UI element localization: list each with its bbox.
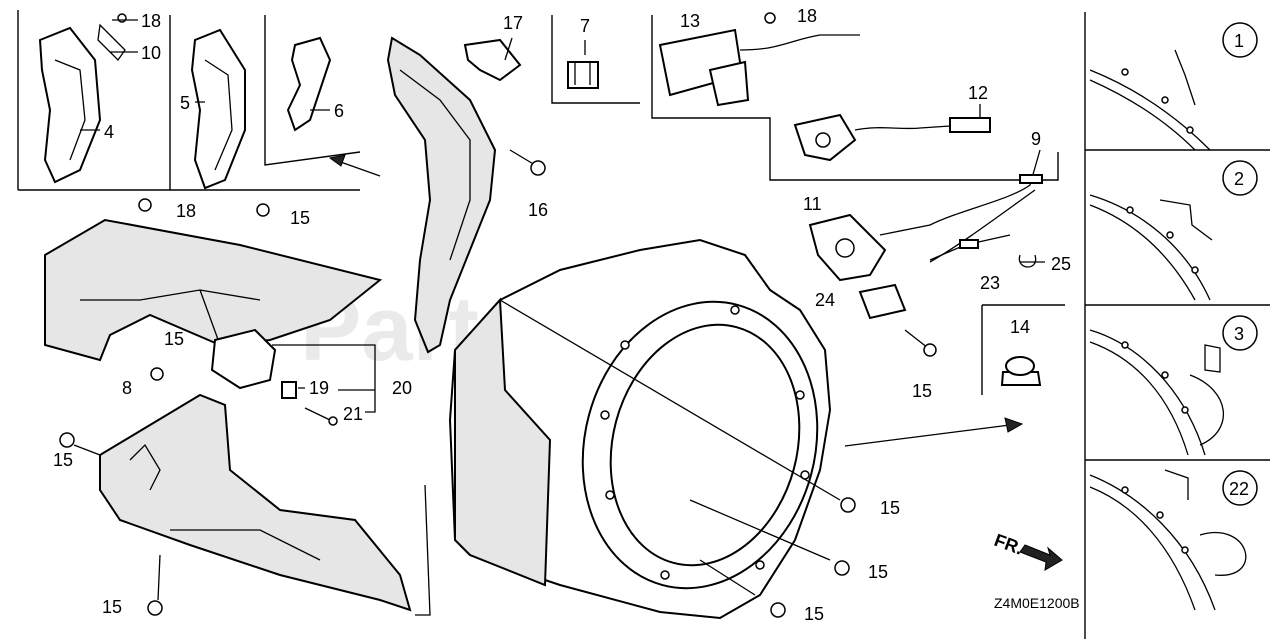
callout-20: 20 [392, 378, 412, 398]
callout-13: 13 [680, 11, 700, 31]
callout-15-g: 15 [912, 381, 932, 401]
callout-9: 9 [1031, 129, 1041, 149]
detail-3[interactable] [1089, 329, 1224, 456]
callout-7: 7 [580, 16, 590, 36]
part-14-grommet[interactable] [1000, 356, 1042, 386]
callout-15-c: 15 [880, 498, 900, 518]
detail-22[interactable] [1089, 469, 1247, 611]
callout-4: 4 [104, 122, 114, 142]
part-6-bracket[interactable] [286, 36, 332, 132]
detail-circle-22 [1222, 470, 1258, 506]
inset-frame-7 [551, 15, 640, 104]
callout-18-b: 18 [797, 6, 817, 26]
part-7-clip[interactable] [567, 40, 599, 89]
callout-19: 19 [309, 378, 329, 398]
part-fan-cover[interactable] [448, 238, 849, 620]
callout-14: 14 [1010, 317, 1030, 337]
detail-label-2: 2 [1234, 169, 1244, 189]
detail-1[interactable] [1089, 49, 1211, 151]
callout-25: 25 [1051, 254, 1071, 274]
callout-18-a: 18 [141, 11, 161, 31]
detail-circle-1 [1222, 22, 1258, 58]
callout-8: 8 [122, 378, 132, 398]
direction-arrow [844, 424, 1011, 447]
detail-2[interactable] [1089, 194, 1213, 301]
bolt-15-d[interactable] [834, 560, 850, 576]
bolt-15-b[interactable] [150, 367, 164, 381]
callout-15-d: 15 [868, 562, 888, 582]
detail-circle-2 [1222, 160, 1258, 196]
detail-panels [1084, 12, 1270, 639]
callout-15-e: 15 [804, 604, 824, 624]
part-24-connector[interactable] [858, 283, 907, 320]
part-8-lower-shroud[interactable] [99, 393, 412, 612]
part-18-screw[interactable] [117, 13, 127, 23]
callout-15-a: 15 [290, 208, 310, 228]
callout-6: 6 [334, 101, 344, 121]
inset-panel-shrouds [17, 10, 361, 191]
inset-frame-switch [651, 15, 1059, 181]
bolt-15-a[interactable] [256, 203, 270, 217]
inset-frame-14 [981, 304, 1065, 395]
callout-16: 16 [528, 200, 548, 220]
part-10-clip[interactable] [97, 23, 126, 62]
bolt-15-h[interactable] [147, 554, 163, 616]
bolt-16[interactable] [509, 149, 546, 176]
callout-18-c: 18 [176, 201, 196, 221]
part-25-clamp[interactable] [1018, 254, 1045, 268]
bolt-15-e[interactable] [770, 602, 786, 618]
detail-label-1: 1 [1234, 31, 1244, 51]
part-13-switch-assembly[interactable] [658, 12, 860, 107]
part-shroud-upper[interactable] [386, 36, 497, 354]
callout-23: 23 [980, 273, 1000, 293]
front-arrow-icon [1019, 544, 1063, 571]
part-bracket-mount[interactable] [210, 328, 277, 390]
part-21-pin[interactable] [304, 407, 338, 426]
detail-circle-3 [1222, 315, 1258, 351]
bolt-18-left[interactable] [138, 198, 152, 212]
part-19-spring[interactable] [281, 381, 297, 399]
part-23-cable[interactable] [929, 234, 1011, 261]
part-4-shroud[interactable] [38, 26, 102, 184]
callout-15-f: 15 [53, 450, 73, 470]
callout-12: 12 [968, 83, 988, 103]
front-label: FR. [992, 530, 1026, 559]
callout-11: 11 [803, 194, 822, 214]
drawing-code: Z4M0E1200B [994, 595, 1080, 611]
part-5-shroud[interactable] [190, 28, 246, 190]
callout-17: 17 [503, 13, 523, 33]
detail-label-22: 22 [1229, 479, 1249, 499]
callout-5: 5 [180, 93, 190, 113]
bolt-15-f[interactable] [59, 432, 101, 456]
part-12-sensor[interactable] [793, 104, 991, 162]
part-11-oil-sensor[interactable] [808, 213, 887, 282]
detail-label-3: 3 [1234, 324, 1244, 344]
part-17-bracket[interactable] [463, 37, 522, 82]
callout-21: 21 [343, 404, 363, 424]
bolt-15-g[interactable] [904, 329, 937, 357]
callout-15-h: 15 [102, 597, 122, 617]
fan-cover-opening [609, 323, 801, 567]
callout-15-b: 15 [164, 329, 184, 349]
bolt-15-c[interactable] [840, 497, 856, 513]
callout-10: 10 [141, 43, 161, 63]
callout-24: 24 [815, 290, 835, 310]
